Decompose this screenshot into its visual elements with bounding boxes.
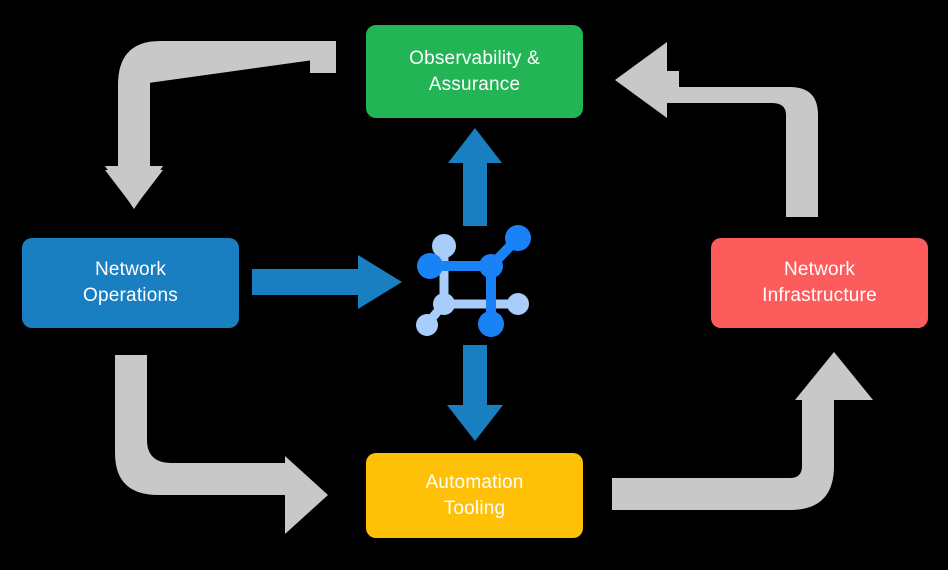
connector-observability-to-operations (105, 41, 336, 209)
connector-center-to-observability (448, 128, 502, 226)
node-observability-assurance[interactable]: Observability & Assurance (366, 25, 583, 118)
node-network-operations[interactable]: Network Operations (22, 238, 239, 328)
connector-center-to-automation (447, 345, 503, 441)
node-automation-tooling[interactable]: Automation Tooling (366, 453, 583, 538)
connector-operations-to-automation (115, 355, 328, 534)
network-topology-icon (416, 225, 531, 337)
connector-infrastructure-to-observability (615, 42, 818, 217)
node-network-infrastructure[interactable]: Network Infrastructure (711, 238, 928, 328)
connector-automation-to-infrastructure (612, 352, 873, 510)
connector-operations-to-center (252, 255, 402, 309)
